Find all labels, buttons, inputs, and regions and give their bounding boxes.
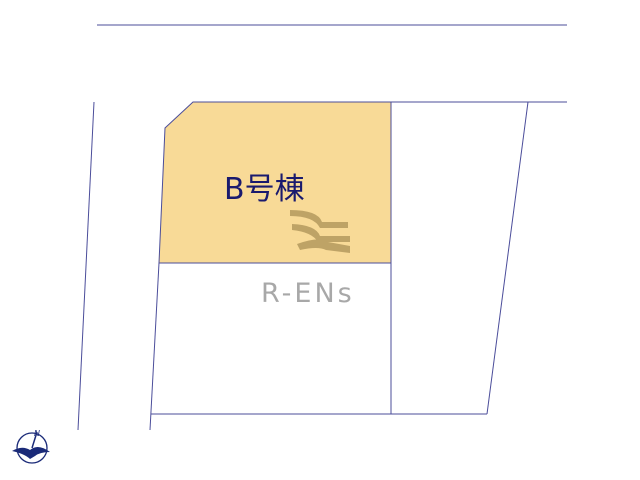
- watermark-text: R-ENs: [261, 278, 355, 309]
- road-boundary-left: [77, 101, 95, 431]
- neighbor-right: [486, 101, 529, 415]
- lot-lower: [149, 262, 160, 431]
- rens-logo-icon: [290, 210, 350, 253]
- svg-text:N: N: [34, 429, 40, 438]
- lot-label: B号棟: [224, 172, 305, 207]
- north-compass-icon: N: [12, 429, 50, 464]
